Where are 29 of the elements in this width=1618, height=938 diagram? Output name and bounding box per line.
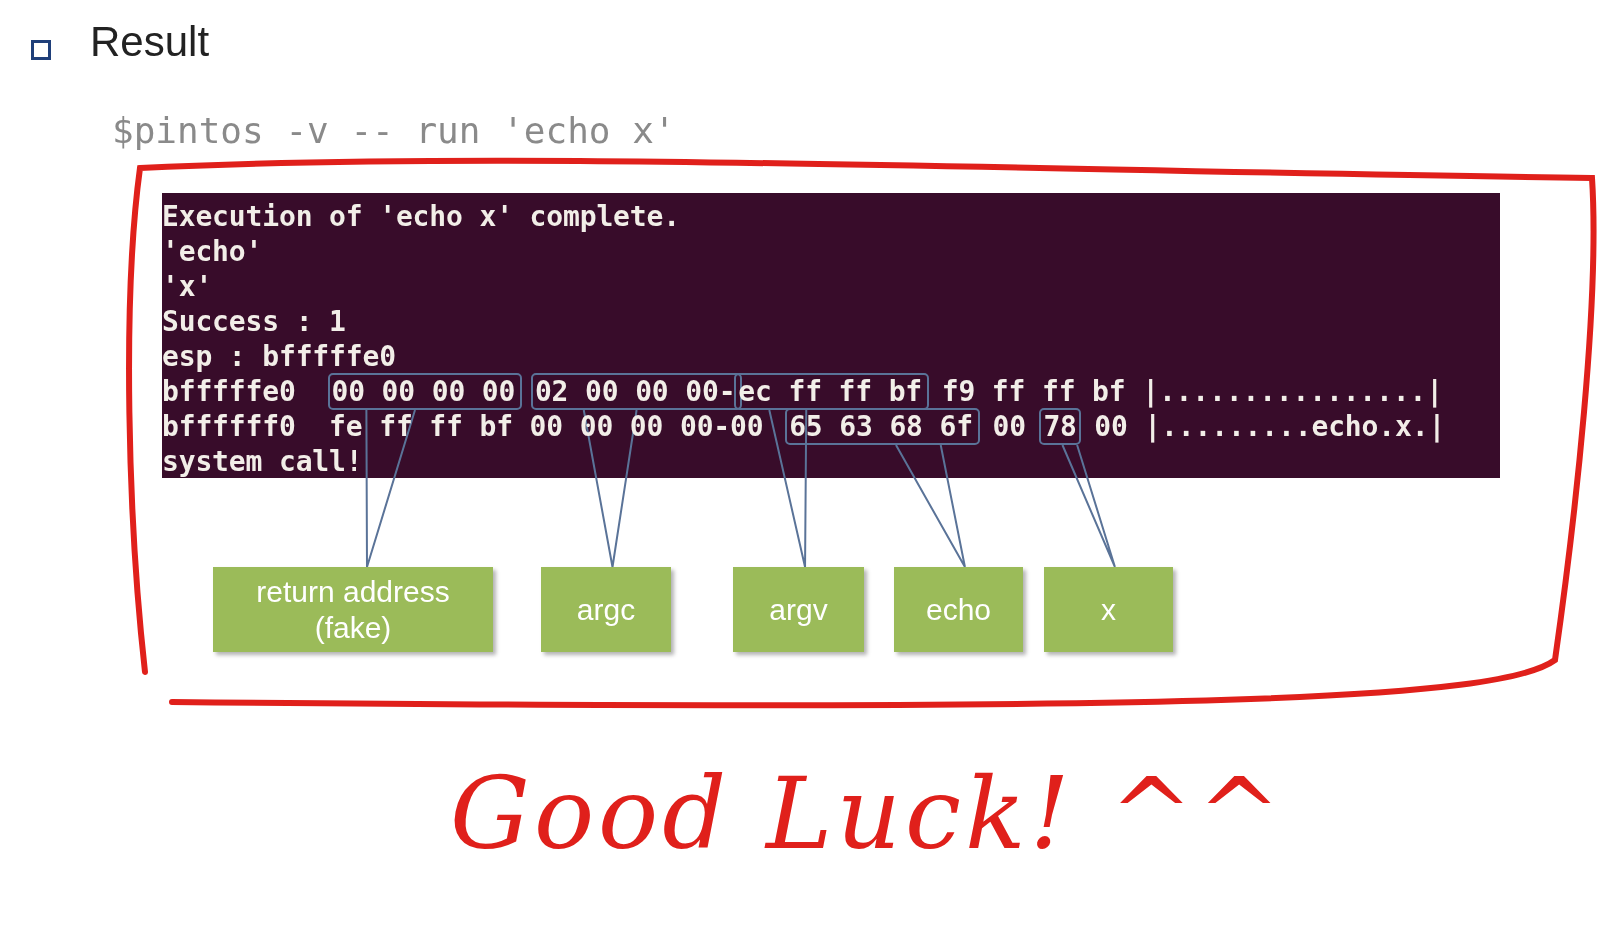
slide-title: Result xyxy=(90,18,210,66)
highlight-box: 00 00 00 00 xyxy=(327,373,522,410)
label-box: argc xyxy=(541,567,671,652)
leader-line xyxy=(768,409,808,568)
terminal-text: Execution of 'echo x' complete. xyxy=(162,199,680,234)
terminal-text: 'x' xyxy=(162,269,213,304)
terminal-text: system call! xyxy=(162,444,363,479)
highlight-box: 65 63 68 6f xyxy=(785,408,980,445)
handwritten-note: Good Luck! ^^ xyxy=(450,755,1286,872)
terminal-text: 'echo' xyxy=(162,234,263,269)
terminal-text: f9 ff ff bf |................| xyxy=(941,374,1443,409)
leader-line xyxy=(1061,444,1116,568)
terminal-text: 00 |.........echo.x.| xyxy=(1094,409,1446,444)
highlight-box: ec ff ff bf xyxy=(734,373,929,410)
leader-line xyxy=(365,409,416,568)
highlight-box: 78 xyxy=(1039,408,1082,445)
label-box: echo xyxy=(894,567,1023,652)
terminal-text: Success : 1 xyxy=(162,304,346,339)
terminal-text: 00 xyxy=(992,409,1026,444)
leader-line xyxy=(895,444,966,568)
label-box: argv xyxy=(733,567,864,652)
terminal-window xyxy=(162,193,1500,478)
terminal-text: bfffffe0 xyxy=(162,374,296,409)
terminal-text: bffffff0 fe ff ff bf 00 00 00 00-00 xyxy=(162,409,764,444)
label-box: x xyxy=(1044,567,1173,652)
label-box: return address (fake) xyxy=(213,567,493,652)
leader-line xyxy=(582,409,638,568)
command-text: $pintos -v -- run 'echo x' xyxy=(112,110,676,151)
terminal-text: esp : bfffffe0 xyxy=(162,339,396,374)
